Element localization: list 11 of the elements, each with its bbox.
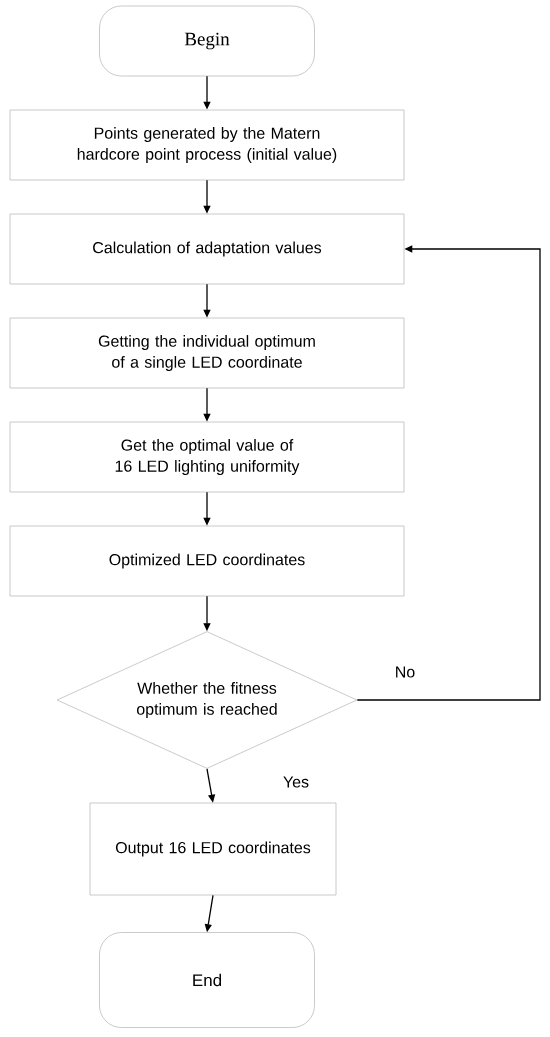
terminal-box: End [99, 932, 315, 1028]
process-box: Output 16 LED coordinates [89, 802, 337, 896]
terminal-box: Begin [99, 5, 315, 77]
process-box: Points generated by the Matern hardcore point process (initial value) [9, 109, 405, 181]
edge-label: No [393, 665, 417, 679]
edge-label: Yes [281, 775, 311, 789]
process-box: Get the optimal value of 16 LED lighting uniformity [9, 421, 405, 493]
process-box: Getting the individual optimum of a single LED coordinate [9, 317, 405, 389]
arrow [356, 245, 541, 701]
process-box: Calculation of adaptation values [9, 213, 405, 285]
process-box: Optimized LED coordinates [9, 525, 405, 597]
